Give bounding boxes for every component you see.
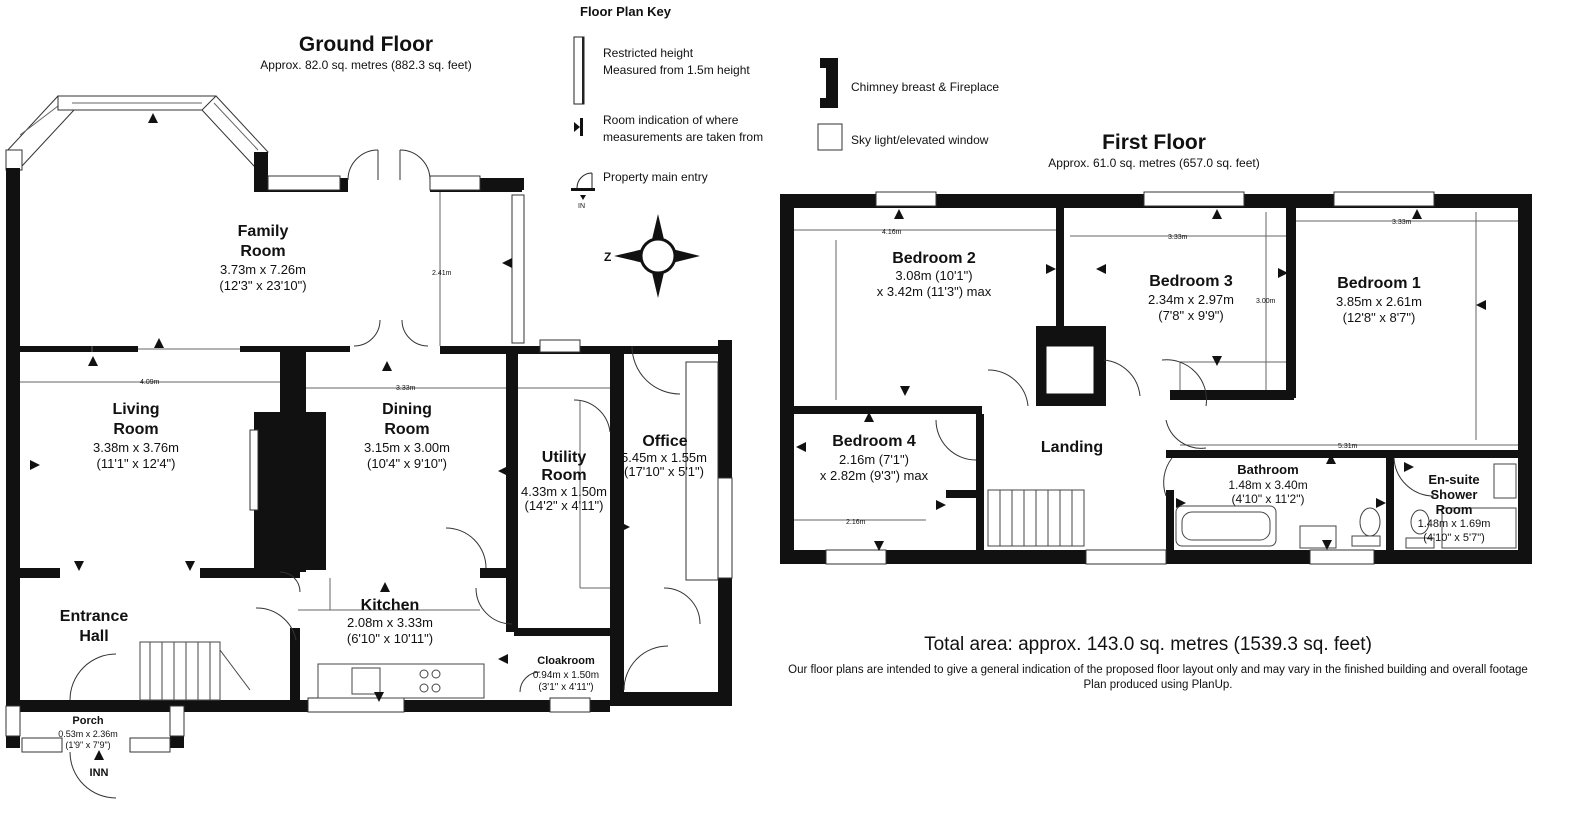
utility-room-label-1: Utility xyxy=(542,449,587,466)
key-room-ind-1: Room indication of where xyxy=(603,113,739,127)
first-floor-title: First Floor xyxy=(1102,131,1206,154)
dining-room-imperial: (10'4" x 9'10") xyxy=(367,456,447,471)
first-stairs xyxy=(987,489,1085,547)
family-room-metric: 3.73m x 7.26m xyxy=(220,262,306,277)
cloakroom-label: Cloakroom xyxy=(537,655,595,667)
bedroom-1-metric: 3.85m x 2.61m xyxy=(1336,294,1422,309)
chimney-breast-icon xyxy=(820,58,838,108)
ground-floor-windows xyxy=(5,175,733,753)
produced-with-text: Plan produced using PlanUp. xyxy=(1084,679,1233,691)
key-restricted-1: Restricted height xyxy=(603,46,694,60)
bedroom-3-label: Bedroom 3 xyxy=(1149,273,1233,290)
ground-doors xyxy=(69,149,701,799)
bathroom-imperial: (4'10" x 11'2") xyxy=(1232,492,1305,506)
porch-metric: 0.53m x 2.36m xyxy=(58,729,118,739)
measure-409: 4.09m xyxy=(140,379,160,386)
living-room-metric: 3.38m x 3.76m xyxy=(93,440,179,455)
key-skylight: Sky light/elevated window xyxy=(851,133,989,147)
floor-plan-key: Floor Plan Key Restricted height Measure… xyxy=(571,4,999,210)
first-doors xyxy=(935,359,1435,497)
ground-floor-title: Ground Floor xyxy=(299,33,433,56)
first-floor-plan: First Floor Approx. 61.0 sq. metres (657… xyxy=(780,131,1532,565)
bedroom-4-label: Bedroom 4 xyxy=(832,433,916,450)
dining-room-label-1: Dining xyxy=(382,401,432,418)
utility-room-imperial: (14'2" x 4'11") xyxy=(525,498,604,513)
landing-label: Landing xyxy=(1041,439,1103,456)
key-restricted-2: Measured from 1.5m height xyxy=(603,63,750,77)
utility-room-metric: 4.33m x 1.50m xyxy=(521,484,607,499)
ground-stairs xyxy=(139,641,251,701)
key-chimney: Chimney breast & Fireplace xyxy=(851,80,999,94)
office-imperial: (17'10" x 5'1") xyxy=(624,464,704,479)
key-room-ind-2: measurements are taken from xyxy=(603,130,763,144)
bathroom-metric: 1.48m x 3.40m xyxy=(1228,478,1307,492)
office-label: Office xyxy=(642,433,687,450)
bedroom-2-imperial: x 3.42m (11'3") max xyxy=(877,284,992,299)
disclaimer-text: Our floor plans are intended to give a g… xyxy=(788,664,1528,676)
kitchen-imperial: (6'10" x 10'11") xyxy=(347,631,433,646)
porch-inn-label: INN xyxy=(90,767,109,779)
measure-241: 2.41m xyxy=(432,270,452,277)
porch-imperial: (1'9" x 7'9") xyxy=(65,740,110,750)
bedroom-2-metric: 3.08m (10'1") xyxy=(895,268,972,283)
measure-531: 5.31m xyxy=(1338,443,1358,450)
kitchen-worktop xyxy=(317,663,485,699)
room-indication-icon xyxy=(574,118,583,136)
dining-room-metric: 3.15m x 3.00m xyxy=(364,440,450,455)
bay-window xyxy=(5,95,269,167)
compass-icon xyxy=(614,214,700,298)
ensuite-label-2: Shower xyxy=(1431,487,1478,502)
bedroom-1-imperial: (12'8" x 8'7") xyxy=(1343,310,1416,325)
utility-room-label-2: Room xyxy=(541,467,586,484)
ensuite-label-3: Room xyxy=(1436,502,1473,517)
bedroom-4-metric: 2.16m (7'1") xyxy=(839,452,909,467)
ground-floor-plan: Ground Floor Approx. 82.0 sq. metres (88… xyxy=(5,33,733,799)
first-floor-area: Approx. 61.0 sq. metres (657.0 sq. feet) xyxy=(1048,156,1259,170)
key-title: Floor Plan Key xyxy=(580,4,672,19)
entrance-hall-label-1: Entrance xyxy=(60,608,129,625)
measure-416: 4.16m xyxy=(882,229,902,236)
entrance-hall-label-2: Hall xyxy=(79,628,108,645)
living-room-imperial: (11'1" x 12'4") xyxy=(97,456,176,471)
office-metric: 5.45m x 1.55m xyxy=(621,450,707,465)
dining-room-label-2: Room xyxy=(384,421,429,438)
measure-333-ground: 3.33m xyxy=(396,385,416,392)
living-room-label-1: Living xyxy=(112,401,159,418)
skylight-icon xyxy=(817,123,843,151)
porch-label: Porch xyxy=(72,715,103,727)
bedroom-1-label: Bedroom 1 xyxy=(1337,275,1421,292)
ground-floor-area: Approx. 82.0 sq. metres (882.3 sq. feet) xyxy=(260,58,471,72)
family-room-label-1: Family xyxy=(238,223,289,240)
bathroom-label: Bathroom xyxy=(1237,462,1298,477)
ensuite-metric: 1.48m x 1.69m xyxy=(1418,518,1491,530)
kitchen-metric: 2.08m x 3.33m xyxy=(347,615,433,630)
family-room-label-2: Room xyxy=(240,243,285,260)
cloakroom-imperial: (3'1" x 4'11") xyxy=(538,682,593,693)
measure-216: 2.16m xyxy=(846,519,866,526)
bedroom-4-imperial: x 2.82m (9'3") max xyxy=(820,468,929,483)
first-floor-windows xyxy=(825,191,1435,565)
bedroom-2-label: Bedroom 2 xyxy=(892,250,976,267)
kitchen-label: Kitchen xyxy=(361,597,420,614)
measure-333-bed3: 3.33m xyxy=(1168,234,1188,241)
key-main-entry: Property main entry xyxy=(603,170,708,184)
family-room-imperial: (12'3" x 23'10") xyxy=(219,278,306,293)
living-room-label-2: Room xyxy=(113,421,158,438)
first-room-indicators xyxy=(796,209,1486,551)
main-entry-door-icon xyxy=(571,172,595,200)
ensuite-label-1: En-suite xyxy=(1428,472,1479,487)
compass-letter: Z xyxy=(604,250,611,264)
ground-room-indicators xyxy=(30,113,630,760)
bedroom-3-metric: 2.34m x 2.97m xyxy=(1148,292,1234,307)
total-area: Total area: approx. 143.0 sq. metres (15… xyxy=(924,634,1372,655)
bedroom-3-imperial: (7'8" x 9'9") xyxy=(1158,308,1224,323)
cloakroom-metric: 0.94m x 1.50m xyxy=(533,670,599,681)
measure-333-bed1: 3.33m xyxy=(1392,219,1412,226)
ensuite-imperial: (4'10" x 5'7") xyxy=(1423,532,1485,544)
measure-300: 3.00m xyxy=(1256,298,1276,305)
key-in-label: IN xyxy=(578,203,585,210)
